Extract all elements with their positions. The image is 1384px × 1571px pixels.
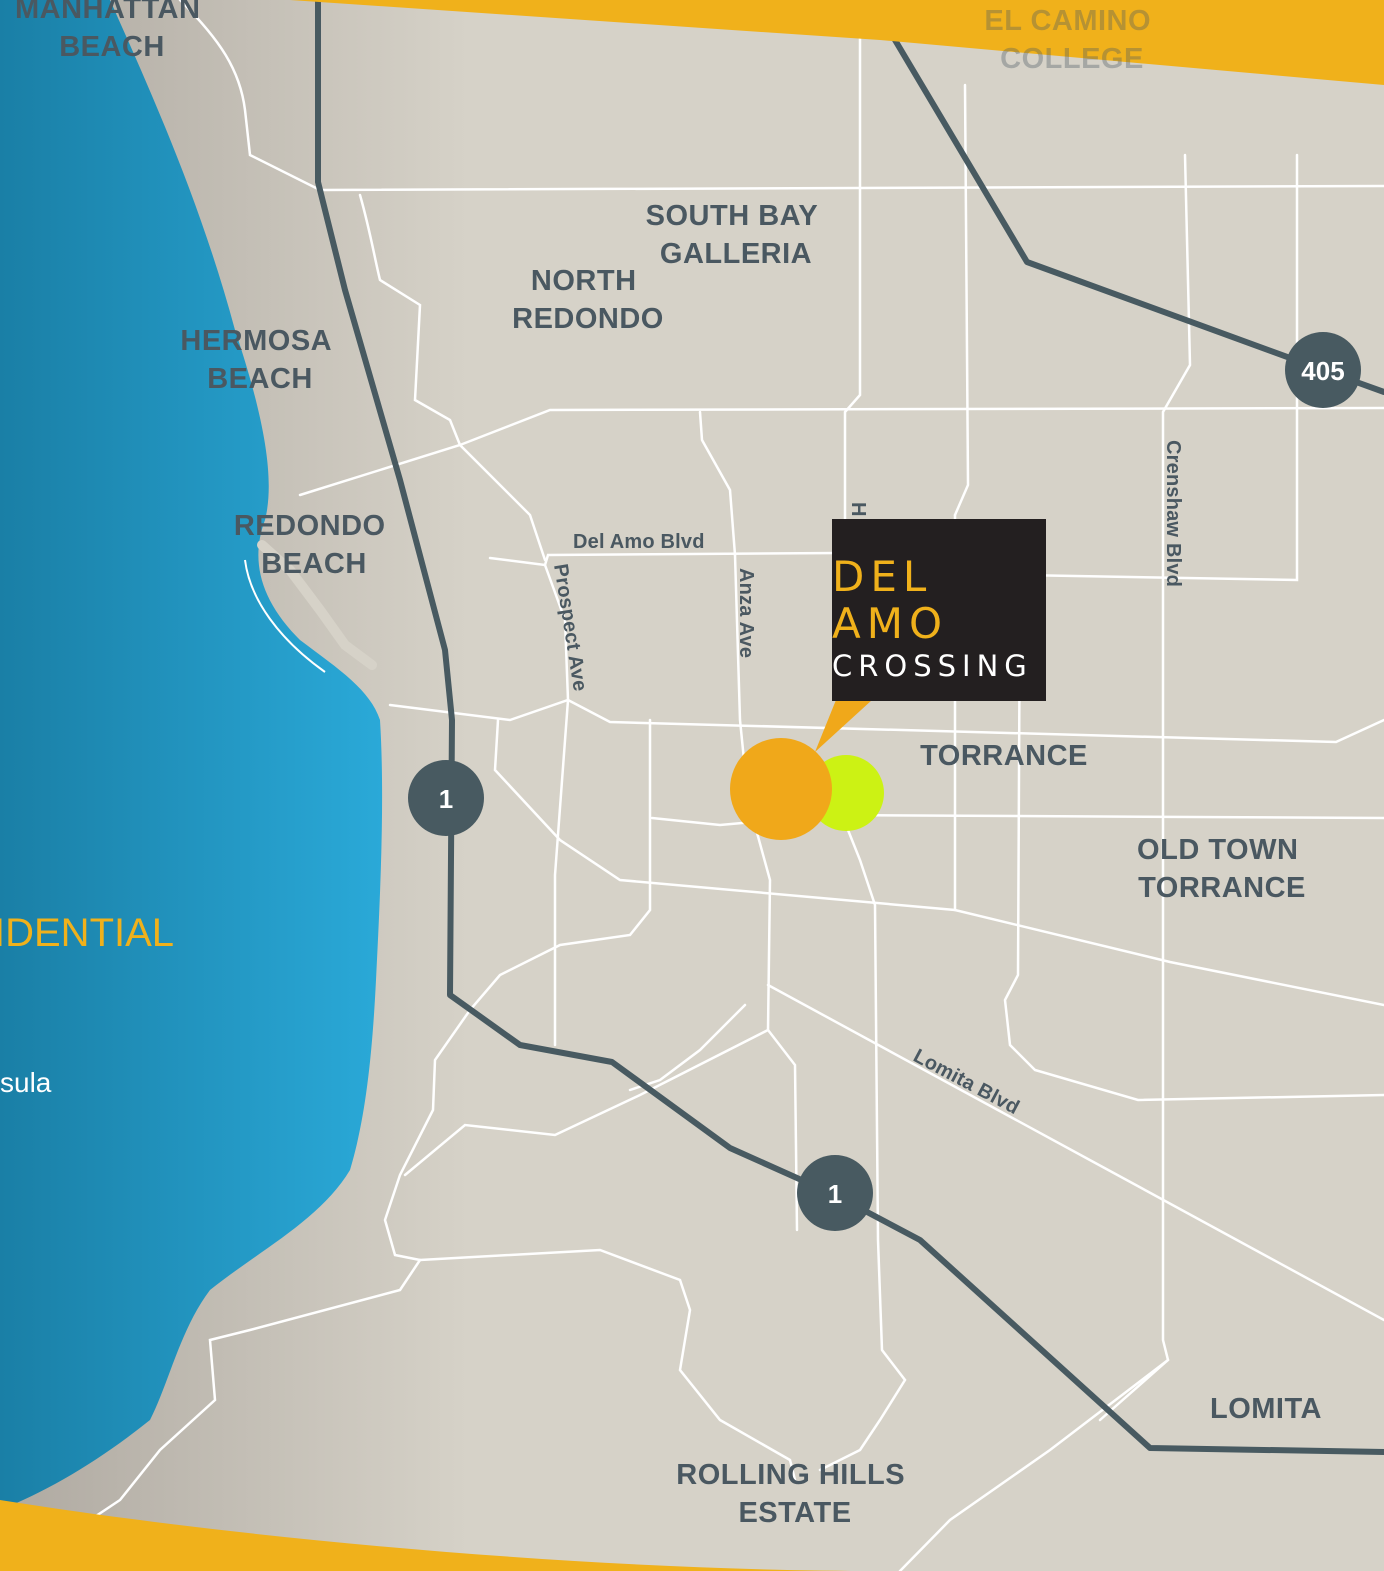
- marker-pointer: [815, 695, 872, 752]
- label-lomita: LOMITA: [1210, 1393, 1322, 1425]
- location-marker[interactable]: [730, 695, 884, 840]
- label-manhattan-beach: MANHATTAN BEACH: [15, 0, 209, 63]
- svg-text:1: 1: [439, 784, 453, 814]
- label-old-town-torrance: OLD TOWN TORRANCE: [1137, 834, 1307, 904]
- logo-line-amo: AMO: [832, 599, 948, 648]
- label-north-redondo: NORTH REDONDO: [512, 265, 664, 335]
- harbor-jetty: [257, 540, 377, 670]
- logo-line-crossing: CROSSING: [832, 649, 1033, 683]
- hwy-1-route: [315, 0, 1384, 1455]
- label-del-amo-blvd: Del Amo Blvd: [573, 531, 705, 553]
- label-redondo-beach: REDONDO BEACH: [234, 510, 394, 580]
- svg-text:1: 1: [828, 1179, 842, 1209]
- left-headline: IDENTIAL: [0, 911, 174, 955]
- label-south-bay-galleria: SOUTH BAY GALLERIA: [646, 200, 827, 270]
- shield-hwy1-north: 1: [408, 760, 484, 836]
- local-roads: [58, 0, 1384, 1571]
- top-accent-band: [290, 0, 1384, 85]
- label-torrance: TORRANCE: [920, 740, 1088, 772]
- bottom-accent-band: [0, 1500, 880, 1571]
- label-anza-ave: Anza Ave: [735, 568, 757, 658]
- marker-orange-dot: [730, 738, 832, 840]
- svg-text:405: 405: [1301, 356, 1344, 386]
- ocean: [0, 0, 383, 1510]
- label-hawthorne-blvd: H: [847, 502, 869, 517]
- label-crenshaw-blvd: Crenshaw Blvd: [1162, 440, 1184, 587]
- del-amo-crossing-logo[interactable]: DEL AMO CROSSING: [832, 519, 1046, 701]
- logo-line-del: DEL: [832, 552, 932, 601]
- label-hermosa-beach: HERMOSA BEACH: [180, 325, 339, 395]
- shield-i405: 405: [1285, 332, 1361, 408]
- place-labels: MANHATTAN BEACH EL CAMINO COLLEGE SOUTH …: [15, 0, 1322, 1529]
- label-rolling-hills-estate: ROLLING HILLS ESTATE: [676, 1459, 913, 1529]
- harbor-pier: [244, 559, 326, 673]
- left-subtext: sula: [0, 1067, 52, 1098]
- label-el-camino-college: EL CAMINO COLLEGE: [984, 5, 1159, 75]
- logo-background: [832, 519, 1046, 701]
- shield-hwy1-south: 1: [797, 1155, 873, 1231]
